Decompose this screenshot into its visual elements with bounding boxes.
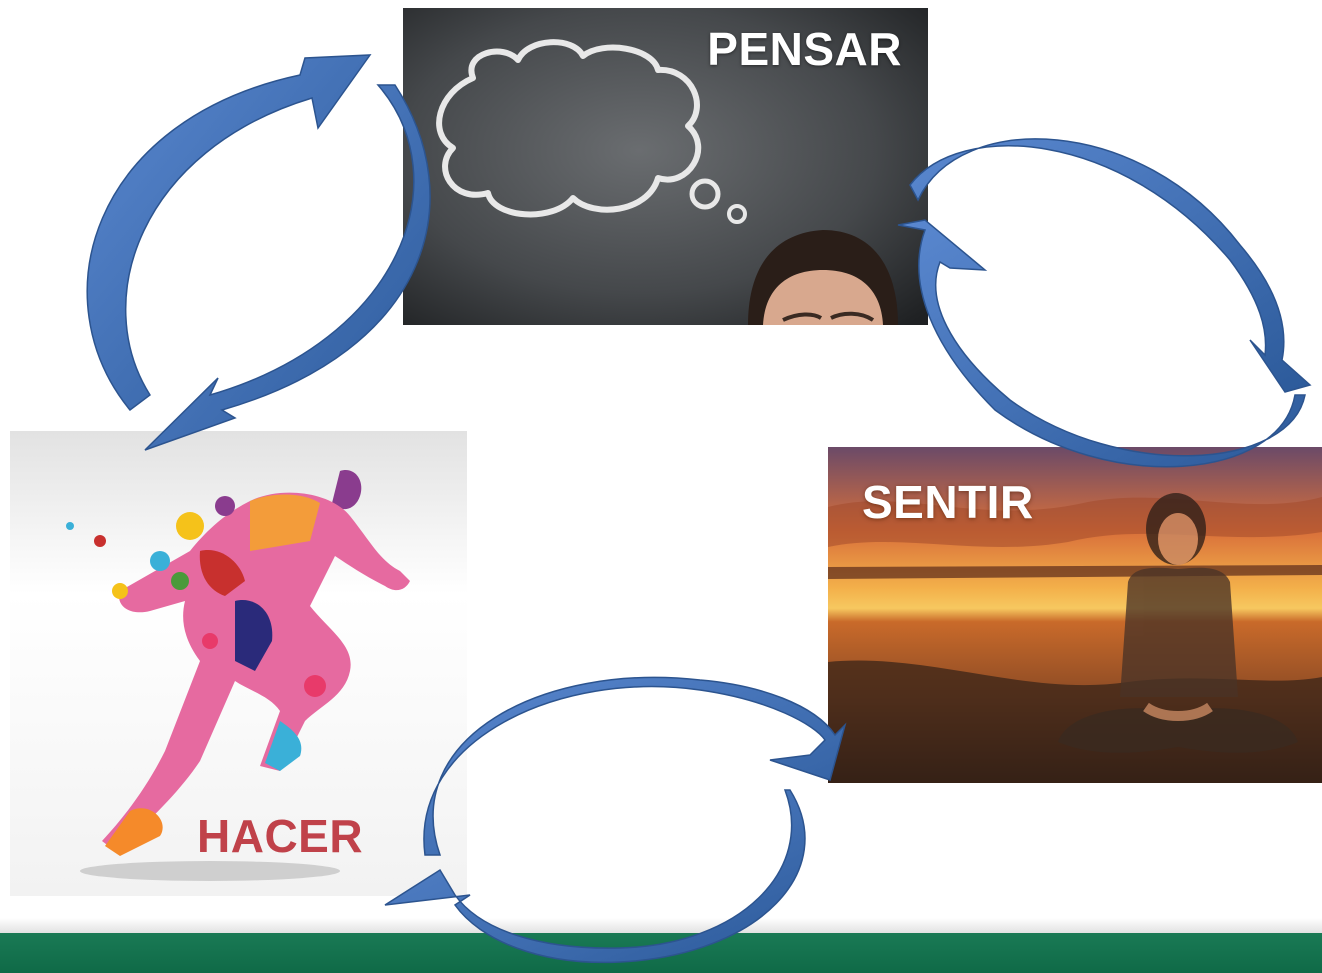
chalkboard-image (403, 8, 928, 325)
thought-cloud-icon (436, 39, 702, 218)
runner-icon (66, 470, 410, 856)
hacer-panel: HACER (10, 431, 467, 896)
footer-shadow (0, 918, 1322, 934)
pensar-panel: PENSAR (403, 8, 928, 325)
arrow-pensar-to-hacer (144, 84, 431, 451)
pensar-label: PENSAR (707, 23, 902, 75)
arrow-sentir-to-pensar (897, 219, 1306, 468)
sentir-panel: SENTIR (828, 447, 1322, 783)
footer-bar (0, 933, 1322, 973)
arrow-hacer-to-sentir (423, 676, 847, 856)
hacer-label: HACER (197, 810, 364, 862)
arrow-pensar-to-sentir (909, 138, 1312, 393)
sunset-beach-image (828, 447, 1322, 783)
head-icon (748, 230, 898, 325)
meditating-person-icon (1058, 493, 1298, 753)
sentir-label: SENTIR (862, 476, 1034, 528)
arrow-hacer-to-pensar (86, 54, 372, 412)
